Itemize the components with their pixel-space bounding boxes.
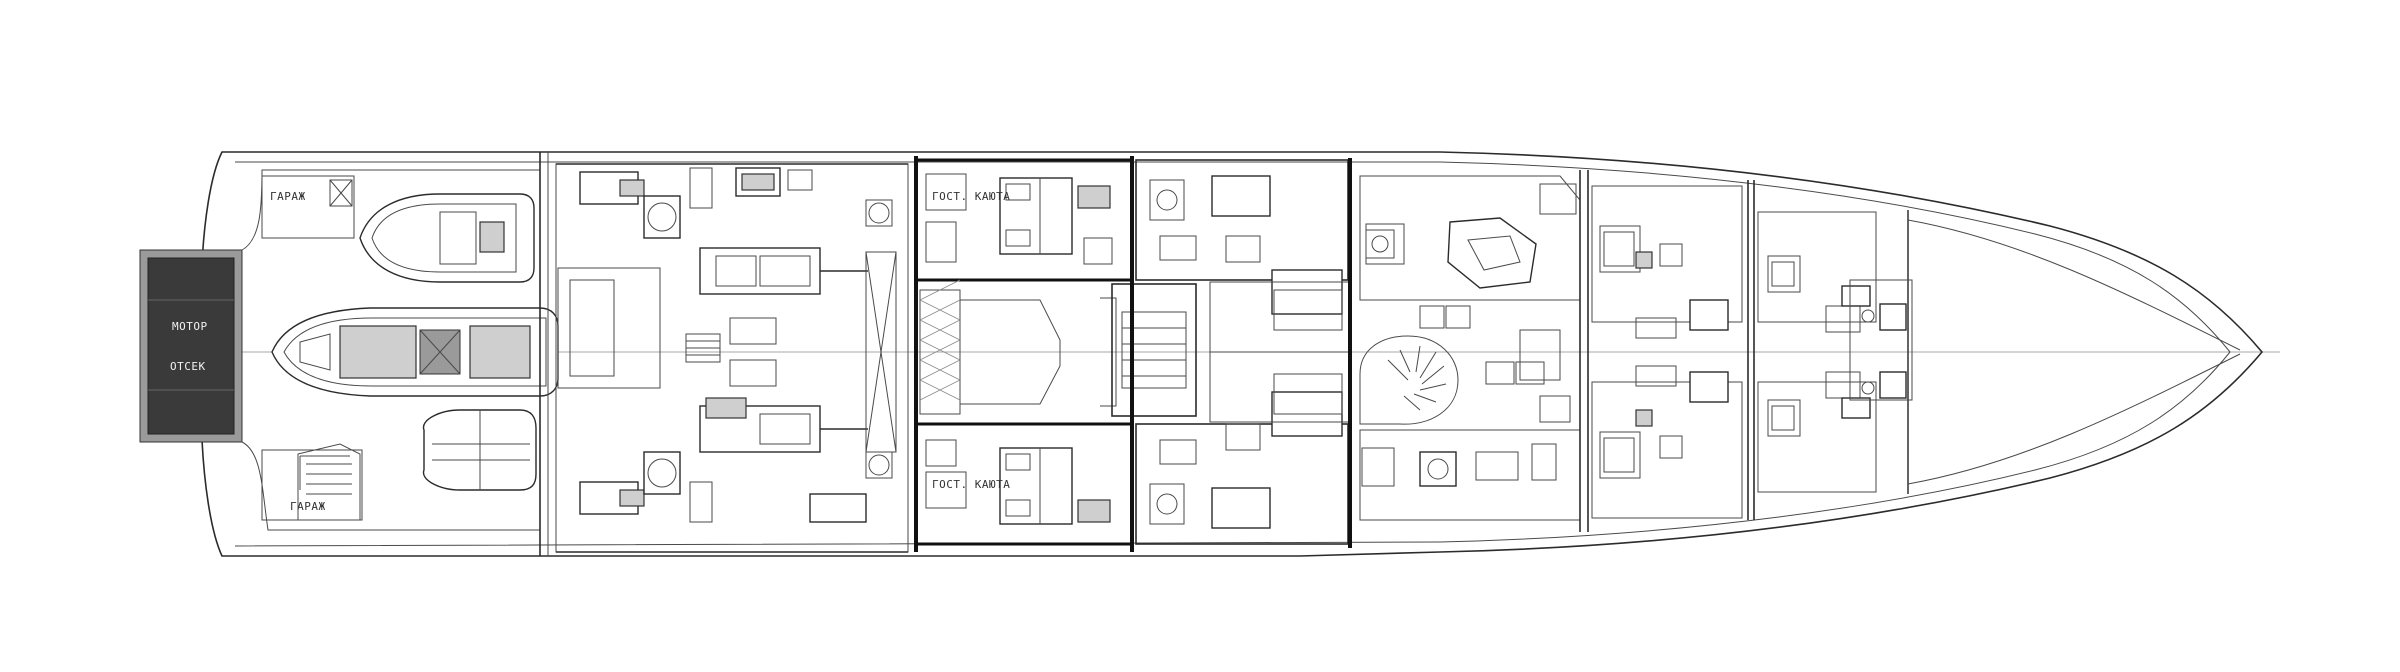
hull-outline: [201, 151, 2264, 557]
guest-cabin-aft-port: ГОСТ. КАЮТА: [914, 422, 1134, 546]
crew-cabins-fwd: [1757, 211, 1877, 493]
cabin-label-top: ГОСТ. КАЮТА: [932, 190, 1010, 203]
aft-stairs: [297, 443, 361, 521]
guest-cabin-aft-starboard: ГОСТ. КАЮТА: [914, 158, 1134, 282]
bow-structure: [1907, 210, 2241, 494]
wardrobes: [919, 279, 961, 415]
rib-tender-small: [359, 193, 535, 283]
garage-label-bottom: ГАРАЖ: [290, 500, 326, 513]
garage-wall-bottom: [241, 441, 540, 531]
pantry-blocks: [1485, 361, 1571, 423]
jet-skis: [422, 409, 537, 491]
spiral-stair: [1359, 335, 1459, 425]
tender-bay-label-2: ОТСЕК: [170, 360, 206, 373]
engine-room: [555, 163, 909, 553]
cabin-label-bottom: ГОСТ. КАЮТА: [932, 478, 1010, 491]
engine-ladder: [685, 333, 721, 363]
main-tender: [271, 307, 559, 397]
garage-compartment-top: ГАРАЖ: [261, 175, 355, 239]
swim-platform: МОТОР ОТСЕК: [139, 249, 243, 443]
crew-cabins-aft: [1591, 185, 1743, 519]
twin-cabin-port: [1135, 391, 1349, 545]
galley: [1359, 429, 1581, 521]
garage-wall-top: [241, 169, 540, 251]
garage-label-top: ГАРАЖ: [270, 190, 306, 203]
twin-cabin-starboard: [1135, 159, 1349, 315]
hull-inner-outline: [234, 161, 2231, 547]
garage-compartment-bottom: ГАРАЖ: [261, 449, 363, 521]
crew-mess: [1359, 175, 1581, 381]
tender-bay-label-1: МОТОР: [172, 320, 208, 333]
hatch: [557, 267, 661, 389]
central-corridor: [960, 283, 1197, 417]
